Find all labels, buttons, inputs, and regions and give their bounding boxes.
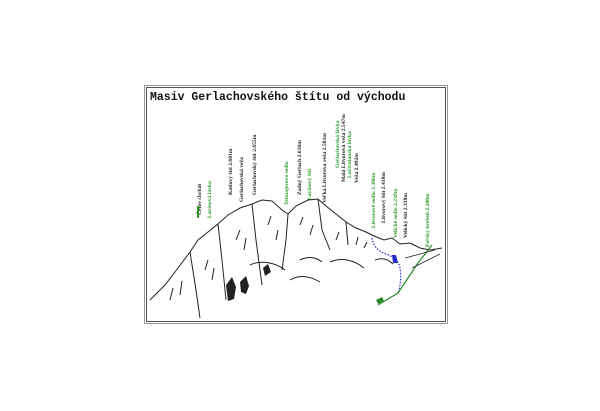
diagram-frame [144, 85, 448, 324]
rock-face-lines [189, 198, 349, 319]
label-polsky-hreben: Poľský hrebeň 2.200m [425, 193, 431, 247]
green-route [377, 244, 433, 306]
ridge-line [149, 198, 443, 301]
label-gerlachovska-veza: Gerlachovská veža [239, 157, 245, 202]
green-marker [376, 297, 384, 304]
label-litvorovy-stit: Litvorový štít 2.418m [381, 171, 387, 223]
ledge-lines [249, 257, 394, 283]
rock-hatching [169, 215, 368, 301]
green-marker-bar [197, 206, 199, 218]
label-lavinova-lavka: Lavínová lávka [207, 181, 213, 218]
label-velicky-stit: Velický štít 2.318m [403, 192, 409, 238]
blue-route [371, 237, 402, 295]
label-zadny-gerlach: Zadný Gerlach 2.616m [297, 140, 303, 195]
diagram-title: Masiv Gerlachovského štítu od východu [150, 91, 406, 104]
label-velka-litvorova-veza: Veľká Litvorova veža 2.581m [322, 132, 328, 203]
label-kotlovy-stit: Kotlový štít 2.601m [228, 148, 234, 195]
rock-patch [226, 277, 236, 301]
label-lucivnianska-lavka: Lučivnianská lávka [347, 131, 353, 178]
label-lavinovy-stit: Lavínový štít [307, 168, 313, 200]
rock-patch [240, 276, 249, 294]
label-tetmajerovo-sedlo: Tetmajerovo sedlo [284, 161, 290, 205]
label-veza: Veža 2.492m [354, 153, 360, 183]
label-velicke-sedlo: Velické sedlo 2.239m [393, 188, 399, 238]
blue-marker [392, 255, 398, 263]
trail-line [404, 249, 441, 269]
rock-patch [263, 264, 271, 276]
label-litvorove-sedlo: Litvorové sedlo 2.386m [371, 172, 377, 228]
label-gerlachovsky-stit: Gerlachovský štít 2.655m [252, 134, 258, 195]
